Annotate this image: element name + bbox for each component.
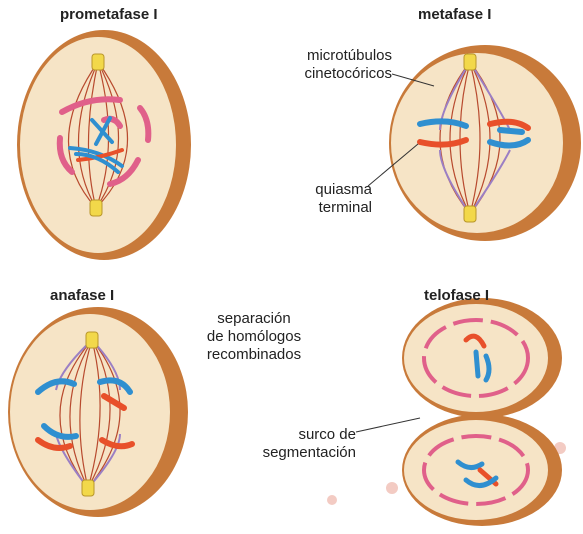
label-leader — [356, 418, 420, 432]
cell-prometafase — [17, 30, 191, 260]
annotation-surco-line2: segmentación — [232, 444, 356, 462]
cell-anafase — [8, 307, 188, 517]
annotation-separacion: separación de homólogos recombinados — [188, 310, 320, 364]
title-metafase: metafase I — [418, 6, 491, 24]
daughter-cell-upper — [402, 298, 562, 418]
annotation-quiasma-line2: terminal — [280, 199, 372, 217]
title-telofase: telofase I — [424, 287, 489, 305]
annotation-microtubulos-line1: microtúbulos — [262, 47, 392, 65]
annotation-separacion-line2: de homólogos — [188, 328, 320, 346]
title-anafase: anafase I — [50, 287, 114, 305]
title-prometafase: prometafase I — [60, 6, 158, 24]
cell-metafase — [368, 45, 581, 241]
annotation-microtubulos-line2: cinetocóricos — [262, 65, 392, 83]
daughter-cell-lower — [402, 414, 562, 526]
annotation-surco: surco de segmentación — [232, 426, 356, 462]
cell-telofase — [356, 298, 562, 526]
annotation-quiasma-line1: quiasma — [280, 181, 372, 199]
annotation-microtubulos: microtúbulos cinetocóricos — [262, 47, 392, 83]
annotation-surco-line1: surco de — [232, 426, 356, 444]
annotation-quiasma: quiasma terminal — [280, 181, 372, 217]
annotation-separacion-line1: separación — [188, 310, 320, 328]
annotation-separacion-line3: recombinados — [188, 346, 320, 364]
